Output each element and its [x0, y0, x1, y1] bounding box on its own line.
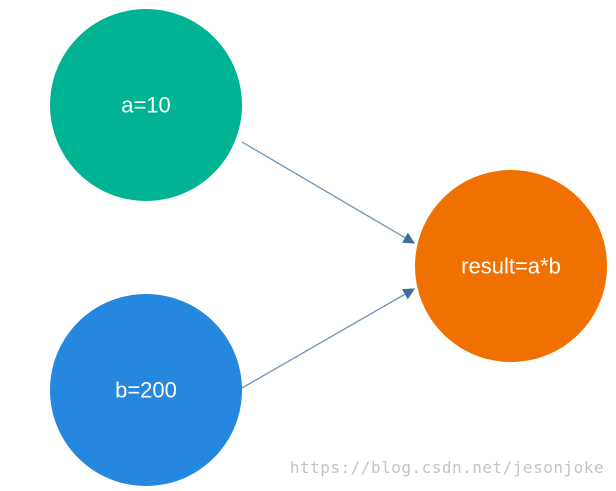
node-a-label: a=10: [121, 93, 171, 118]
node-b-label: b=200: [115, 378, 177, 403]
node-a: a=10: [50, 9, 242, 201]
node-result-circle: [415, 170, 607, 362]
edge-a-to-result: [241, 141, 416, 244]
node-result-label: result=a*b: [461, 254, 561, 279]
edge-b-to-result: [241, 288, 416, 389]
node-b-circle: [50, 294, 242, 486]
node-result: result=a*b: [415, 170, 607, 362]
node-a-circle: [50, 9, 242, 201]
node-b: b=200: [50, 294, 242, 486]
watermark: https://blog.csdn.net/jesonjoke: [289, 458, 604, 477]
